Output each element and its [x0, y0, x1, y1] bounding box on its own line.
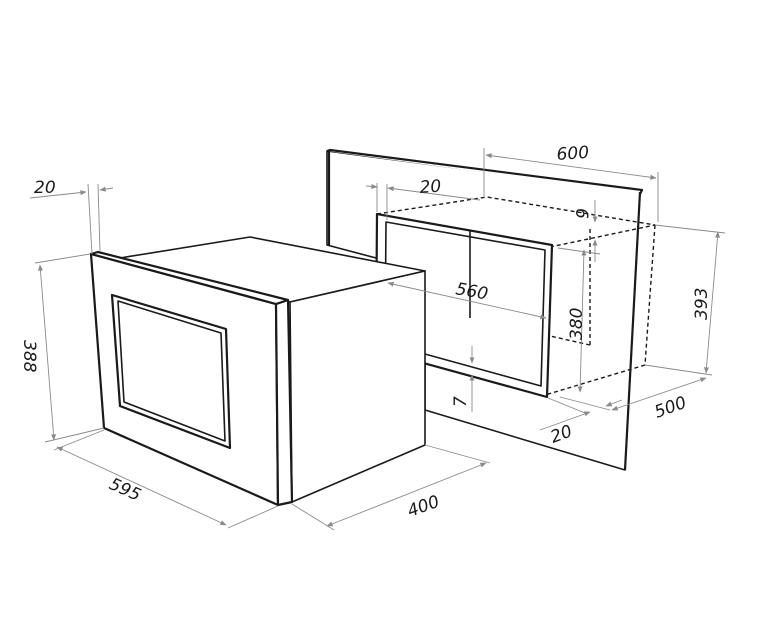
niche-outline-dashed: [544, 364, 646, 396]
oven-door-window-inner: [117, 300, 226, 442]
label-oven-width: 595: [106, 474, 144, 505]
dimension-lines: [29, 148, 726, 531]
label-niche-inner-height: 380: [567, 308, 587, 340]
label-niche-outer-height: 393: [692, 288, 712, 320]
label-niche-bottom-offset: 7: [451, 396, 471, 407]
label-niche-depth: 500: [652, 393, 689, 423]
oven-frame-top-edge: [89, 250, 290, 306]
label-oven-frame-thickness: 20: [34, 178, 56, 198]
niche-panel-right-edge: [623, 191, 642, 471]
oven-frame-edge: [274, 298, 294, 507]
label-niche-inner-offset: 20: [419, 177, 442, 198]
oven-side-face: [289, 270, 426, 503]
niche-outline-dashed: [644, 224, 656, 366]
label-oven-depth: 400: [405, 492, 442, 522]
label-niche-top-gap: 6: [571, 208, 591, 219]
oven-body: [89, 236, 426, 507]
label-panel-width: 600: [556, 143, 590, 165]
label-oven-height: 388: [19, 340, 39, 373]
